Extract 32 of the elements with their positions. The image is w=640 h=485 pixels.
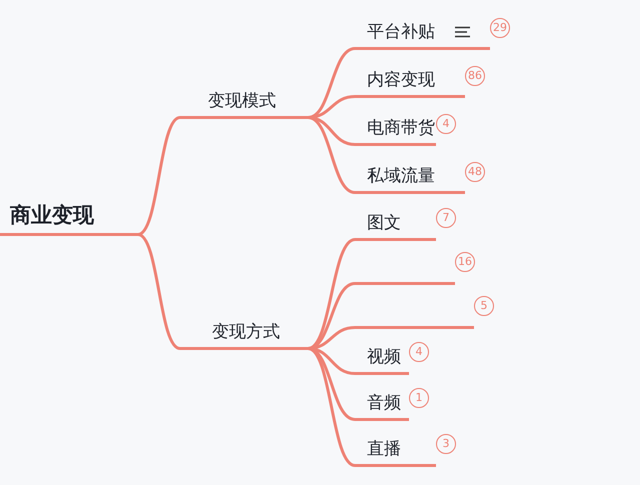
count-badge: 48 [465, 162, 485, 182]
topic-label: 直播 [367, 438, 401, 460]
branch-curve [307, 347, 356, 467]
topic-label: 变现模式 [208, 90, 276, 112]
branch-topic [180, 90, 308, 119]
branch-curve [308, 347, 356, 375]
branch-curve [308, 47, 356, 119]
count-badge: 1 [409, 388, 429, 408]
topic-label: 内容变现 [367, 69, 435, 91]
branch-curve [308, 116, 356, 146]
branch-curve [308, 347, 356, 421]
topic-label: 商业变现 [10, 202, 94, 229]
count-badge: 4 [409, 342, 429, 362]
topic-label: 图文 [367, 212, 401, 234]
topic-label: 平台补贴 [367, 21, 435, 43]
count-badge: 5 [474, 296, 494, 316]
branch-curve [308, 282, 356, 350]
count-badge: 86 [465, 66, 485, 86]
branch-curve [137, 116, 181, 236]
count-badge: 4 [436, 114, 456, 134]
branch-curve [307, 238, 356, 350]
count-badge: 29 [490, 18, 510, 38]
count-badge: 16 [455, 252, 475, 272]
topic-label: 视频 [367, 346, 401, 368]
count-badge: 3 [436, 434, 456, 454]
branch-curve [308, 116, 356, 194]
topic-label: 电商带货 [367, 117, 435, 139]
topic-label: 私域流量 [367, 165, 435, 187]
branch-curve [137, 233, 181, 350]
topic-label: 变现方式 [212, 321, 280, 343]
count-badge: 7 [436, 208, 456, 228]
topic-label: 音频 [367, 392, 401, 414]
